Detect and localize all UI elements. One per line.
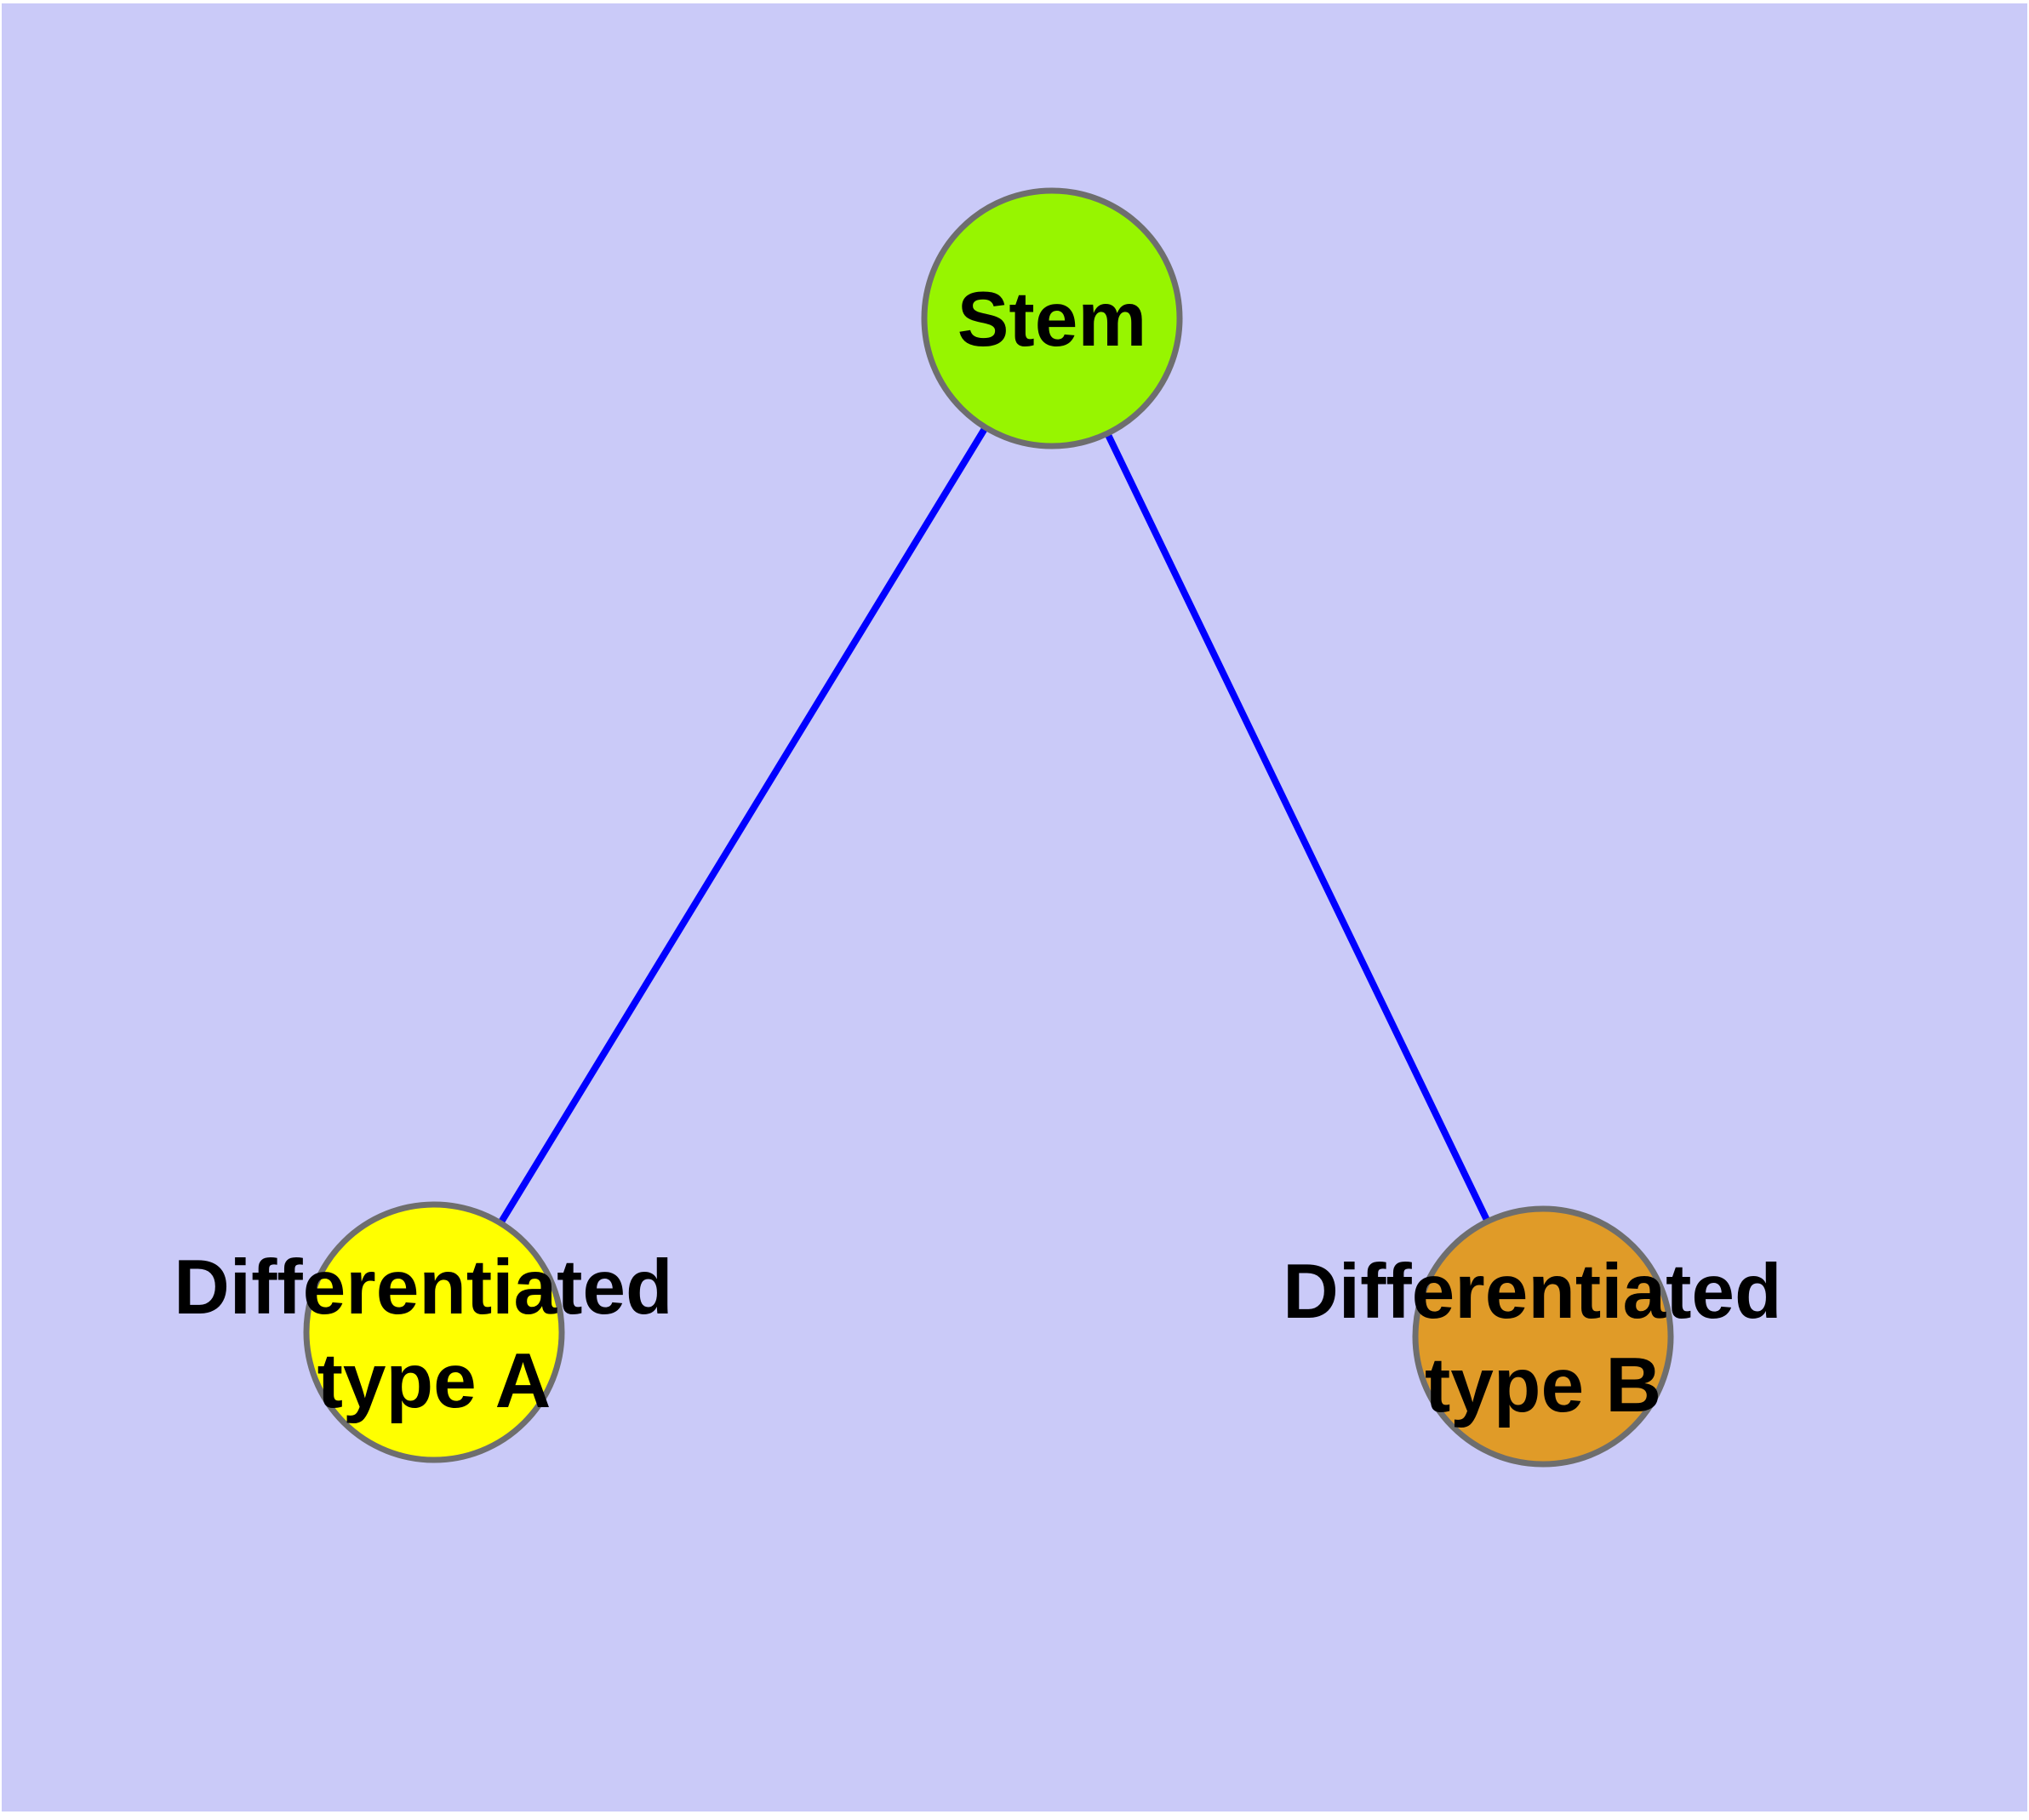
node-type-a-circle (303, 1201, 565, 1463)
node-type-b-circle (1412, 1205, 1674, 1468)
node-type-b-label-line1: Differentiated (1283, 1249, 1782, 1335)
node-type-a-label: Differentiated type A (174, 1245, 694, 1424)
node-type-b-label-line2: type B (1425, 1342, 1661, 1428)
node-stem-circle (921, 187, 1183, 449)
edge-stem-to-type-b (1049, 317, 1546, 1338)
node-type-a-label-line1: Differentiated (174, 1245, 673, 1331)
node-stem-label: Stem (957, 277, 1147, 363)
node-type-b-label: Differentiated type B (1283, 1249, 1803, 1428)
node-type-a-label-line2: type A (317, 1338, 552, 1424)
edge-stem-to-type-a (431, 316, 1055, 1335)
